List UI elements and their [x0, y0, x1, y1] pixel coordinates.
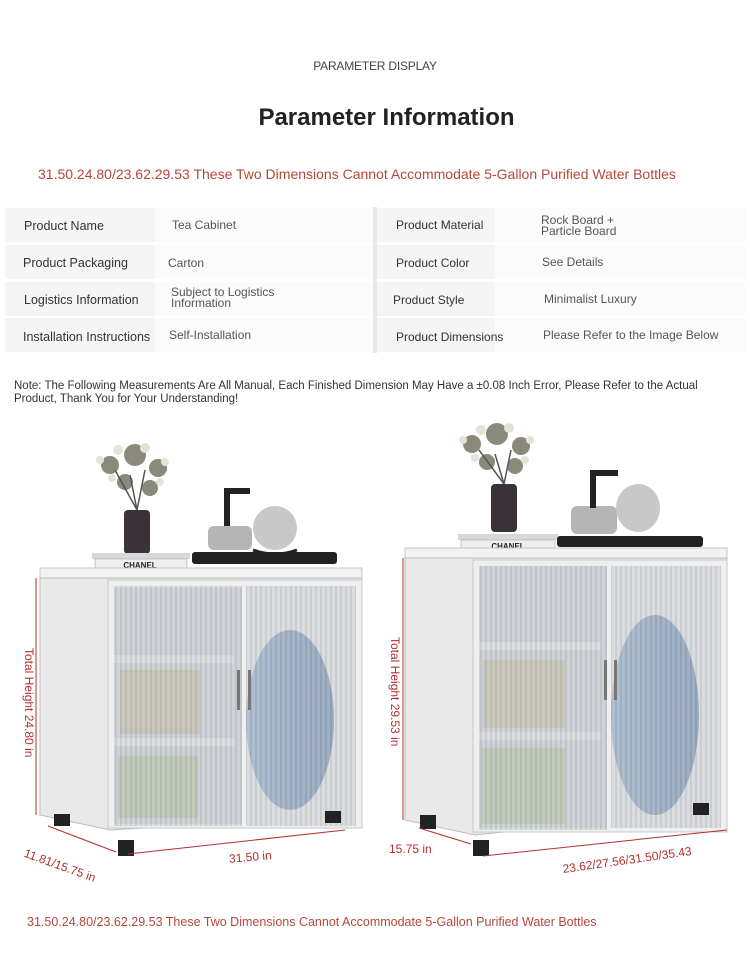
page-title: Parameter Information — [258, 104, 515, 131]
param-label: Product Style — [393, 293, 465, 307]
right-door — [246, 586, 356, 826]
right-depth-dimension: 15.75 in — [389, 842, 432, 856]
measurement-note: Note: The Following Measurements Are All… — [14, 380, 698, 405]
param-label: Product Packaging — [23, 256, 128, 270]
param-value: Rock Board + Particle Board — [541, 213, 617, 238]
parameter-table: Product Name Tea Cabinet Product Materia… — [5, 207, 745, 353]
left-door — [479, 566, 607, 830]
kettle-icon — [192, 488, 337, 564]
param-label: Logistics Information — [24, 293, 139, 307]
books-icon: CHANEL — [92, 553, 190, 570]
param-label: Product Material — [396, 218, 484, 232]
right-height-dimension: Total Height 29.53 in — [388, 637, 402, 747]
param-value: See Details — [542, 255, 604, 269]
param-value: Minimalist Luxury — [544, 292, 637, 306]
param-label: Installation Instructions — [23, 330, 151, 344]
left-cabinet-image: CHANEL — [35, 443, 363, 856]
param-value: Tea Cabinet — [172, 218, 237, 232]
right-door — [611, 566, 721, 828]
param-label: Product Color — [396, 256, 470, 270]
flower-vase-icon — [459, 423, 534, 532]
footer-capacity-warning: 31.50.24.80/23.62.29.53 These Two Dimens… — [27, 915, 597, 929]
kettle-icon — [557, 470, 703, 547]
param-label: Product Name — [24, 219, 104, 233]
param-value: Carton — [168, 256, 205, 270]
param-value: Please Refer to the Image Below — [543, 328, 719, 342]
capacity-warning: 31.50.24.80/23.62.29.53 These Two Dimens… — [38, 166, 676, 182]
book-brand: CHANEL — [491, 542, 524, 551]
left-height-dimension: Total Height 24.80 in — [22, 648, 36, 758]
book-brand: CHANEL — [123, 561, 156, 570]
section-kicker: PARAMETER DISPLAY — [313, 59, 437, 73]
flower-vase-icon — [96, 443, 169, 554]
param-label: Product Dimensions — [396, 330, 504, 344]
param-value: Subject to Logistics Information — [171, 285, 275, 310]
left-door — [114, 586, 242, 826]
right-cabinet-image: CHANEL — [402, 423, 728, 857]
param-value: Self-Installation — [169, 328, 252, 342]
